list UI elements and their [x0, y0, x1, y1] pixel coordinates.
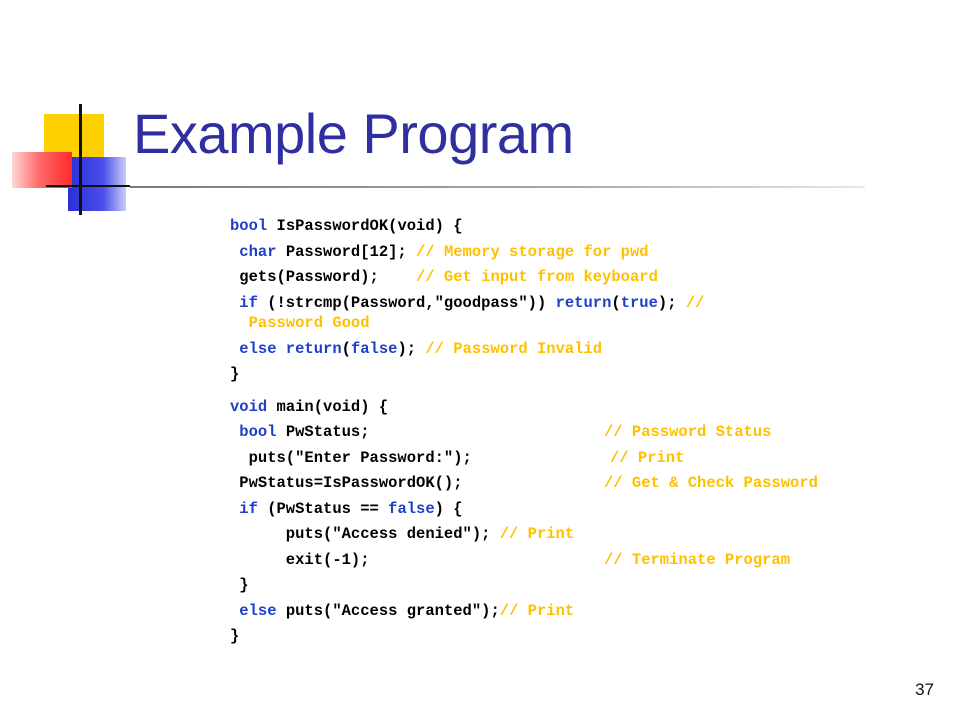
code-comment: // Memory storage for pwd — [416, 242, 649, 261]
title-underline — [130, 186, 865, 188]
code-line: puts("Access denied"); // Print — [230, 524, 930, 550]
code-text: ); — [397, 339, 426, 358]
code-keyword: return — [555, 293, 612, 312]
code-line: else return(false); // Password Invalid — [230, 339, 930, 365]
code-comment: // Password Status — [604, 423, 772, 441]
code-keyword: true — [620, 293, 658, 312]
code-text: ); — [657, 293, 686, 312]
code-line: bool PwStatus; // Password Status — [230, 422, 930, 448]
code-keyword: else — [230, 601, 277, 620]
code-line: PwStatus=IsPasswordOK(); // Get & Check P… — [230, 473, 930, 499]
code-keyword: bool — [230, 217, 268, 235]
code-line: } — [230, 626, 930, 652]
code-line: bool IsPasswordOK(void) { — [230, 216, 930, 242]
code-line: if (!strcmp(Password,"goodpass")) return… — [230, 293, 930, 339]
code-keyword: void — [230, 397, 268, 416]
code-line: } — [230, 364, 930, 390]
code-keyword: if — [230, 499, 258, 518]
code-line: else puts("Access granted");// Print — [230, 601, 930, 627]
code-keyword: else return — [230, 339, 342, 358]
code-comment: Password Good — [230, 313, 370, 332]
code-text: ( — [341, 339, 351, 358]
code-text: main(void) { — [267, 397, 389, 416]
code-text: puts("Enter Password:"); — [230, 448, 472, 467]
code-keyword: false — [388, 499, 435, 518]
code-keyword: bool — [230, 423, 277, 441]
code-block: bool IsPasswordOK(void) { char Password[… — [230, 216, 930, 652]
code-text: puts("Access granted"); — [276, 601, 500, 620]
slide-logo-decoration — [0, 0, 200, 230]
code-text: } — [230, 365, 240, 383]
code-text: (PwStatus == — [257, 499, 389, 518]
code-keyword: false — [350, 339, 398, 358]
code-line: char Password[12]; // Memory storage for… — [230, 242, 930, 268]
code-text: } — [230, 576, 249, 594]
slide-title: Example Program — [133, 102, 574, 165]
code-text: ( — [611, 293, 621, 312]
code-keyword: if — [230, 293, 258, 312]
code-text: ) { — [434, 499, 463, 518]
code-line: if (PwStatus == false) { — [230, 499, 930, 525]
code-text: exit(-1); — [230, 550, 370, 569]
code-text: puts("Access denied"); — [230, 525, 500, 543]
code-comment: // Print — [499, 525, 575, 543]
vertical-line-shape — [79, 104, 82, 215]
code-text: IsPasswordOK(void) { — [267, 217, 463, 235]
code-text: (!strcmp(Password,"goodpass")) — [257, 293, 556, 312]
code-comment: // Get input from keyboard — [416, 268, 658, 286]
code-comment: // Print — [499, 601, 575, 620]
code-comment: // — [685, 293, 705, 312]
code-comment: // Get & Check Password — [604, 474, 818, 492]
code-line: void main(void) { — [230, 397, 930, 423]
code-line: exit(-1); // Terminate Program — [230, 550, 930, 576]
red-square-shape — [12, 152, 72, 188]
code-line: } — [230, 575, 930, 601]
code-text: Password[12]; — [276, 242, 417, 261]
code-text: PwStatus=IsPasswordOK(); — [230, 474, 463, 492]
code-line: gets(Password); // Get input from keyboa… — [230, 267, 930, 293]
code-line: puts("Enter Password:"); // Print — [230, 448, 930, 474]
blue-square-shape — [68, 157, 126, 211]
code-comment: // Print — [610, 448, 685, 467]
page-number: 37 — [915, 680, 934, 699]
code-comment: // Terminate Program — [604, 550, 791, 569]
code-text: } — [230, 627, 240, 645]
horizontal-line-shape — [46, 185, 130, 187]
code-comment: // Password Invalid — [425, 339, 603, 358]
code-keyword: char — [230, 242, 277, 261]
code-text: gets(Password); — [230, 268, 417, 286]
code-text: PwStatus; — [276, 423, 370, 441]
